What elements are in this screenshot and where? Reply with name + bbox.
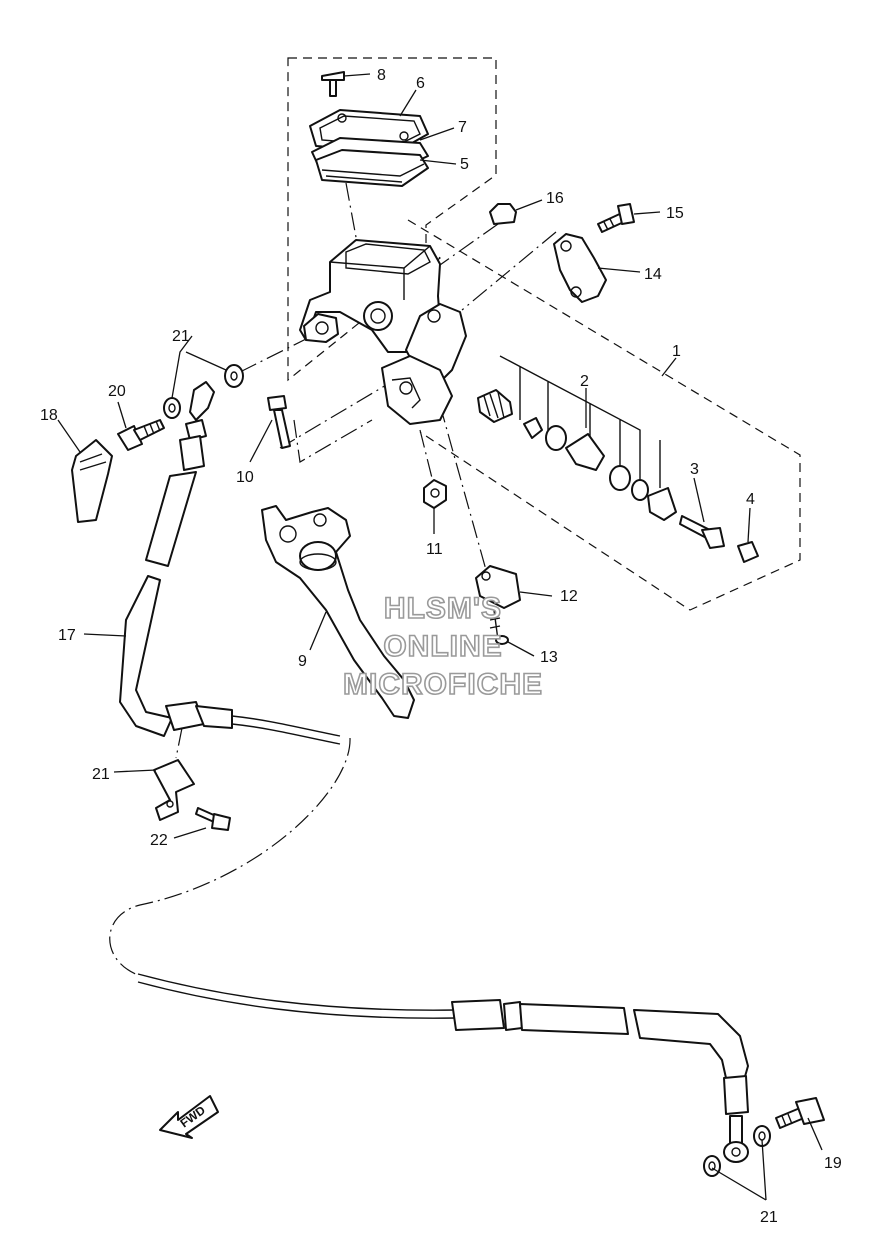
alignment-line (419, 429, 433, 479)
callout-17: 17 (58, 627, 76, 644)
leader-line (185, 351, 227, 371)
alignment-line (461, 231, 557, 311)
alignment-line (175, 727, 183, 759)
part-22-hose-clamp (153, 759, 195, 821)
leader-line (173, 827, 207, 839)
alignment-line (279, 377, 399, 449)
part-18-boot (71, 439, 113, 523)
part-21-washer-left (163, 397, 181, 419)
callout-23: 22 (150, 832, 168, 849)
leader-line (661, 357, 677, 377)
reservoir-group-outline (287, 57, 497, 382)
part-23-bolt (195, 807, 231, 831)
alignment-line (293, 419, 373, 463)
part-9-brake-lever (261, 505, 415, 719)
leader-line (711, 1139, 767, 1201)
callout-19: 19 (824, 1155, 842, 1172)
callout-8: 8 (377, 67, 386, 84)
leader-line (83, 633, 127, 637)
hose-routing-line (109, 737, 351, 976)
callout-10: 10 (236, 469, 254, 486)
callout-13: 13 (540, 649, 558, 666)
part-19-union-bolt (775, 1097, 825, 1129)
part-21-washer (224, 364, 244, 388)
leader-line (519, 591, 553, 597)
callout-21-top: 21 (172, 328, 190, 345)
leader-line (117, 401, 127, 429)
leader-line (399, 89, 417, 117)
callout-2: 2 (580, 373, 589, 390)
leader-line (419, 159, 457, 165)
part-11-nut (423, 479, 447, 509)
part-3-push-rod (679, 515, 725, 549)
alignment-line (429, 223, 499, 273)
leader-line (419, 127, 455, 141)
part-17-brake-hose (119, 381, 749, 1163)
part-8-screw (321, 71, 345, 97)
callout-11: 11 (426, 541, 443, 558)
callout-14: 14 (644, 266, 662, 283)
callout-5: 5 (460, 156, 469, 173)
callout-6: 6 (416, 75, 425, 92)
part-2-piston-kit (477, 355, 677, 521)
callout-3: 3 (690, 461, 699, 478)
fwd-arrow-icon: FWD (159, 1095, 219, 1139)
callout-15: 15 (666, 205, 684, 222)
part-12-brake-switch (475, 565, 521, 609)
part-4-boot-cap (737, 541, 759, 563)
leader-line (693, 477, 705, 523)
part-13-screw (489, 609, 509, 645)
master-cylinder-body (299, 239, 467, 425)
callout-16: 16 (546, 190, 564, 207)
leader-line (807, 1117, 823, 1151)
leader-line (309, 611, 327, 651)
piston-kit-group-outline (407, 219, 801, 611)
callout-18: 18 (40, 407, 58, 424)
watermark-line-3: MICROFICHE (343, 668, 543, 701)
leader-line (747, 507, 751, 543)
callout-22: 21 (92, 766, 110, 783)
callout-20: 20 (108, 383, 126, 400)
leader-line (249, 419, 273, 463)
leader-line (113, 769, 157, 773)
part-10-bolt (267, 395, 291, 449)
leader-line (633, 211, 661, 215)
alignment-line (345, 182, 359, 249)
part-20-union-bolt (117, 419, 165, 451)
callout-12: 12 (560, 588, 578, 605)
callout-7: 7 (458, 119, 467, 136)
leader-line (57, 419, 81, 453)
callout-4: 4 (746, 491, 755, 508)
callout-1: 1 (672, 343, 681, 360)
leader-line (515, 199, 543, 211)
callout-21-bottom: 21 (760, 1209, 778, 1226)
callout-9: 9 (298, 653, 307, 670)
leader-line (343, 73, 371, 77)
part-5-diaphragm (315, 149, 429, 187)
watermark-line-2: ONLINE (383, 630, 502, 663)
watermark-line-1: HLSM'S (384, 592, 502, 625)
part-14-clamp (553, 233, 607, 303)
leader-line (171, 335, 193, 399)
leader-line (597, 267, 641, 273)
part-15-bolt (597, 203, 635, 233)
leader-line (507, 641, 535, 657)
part-16-cap (489, 203, 517, 225)
